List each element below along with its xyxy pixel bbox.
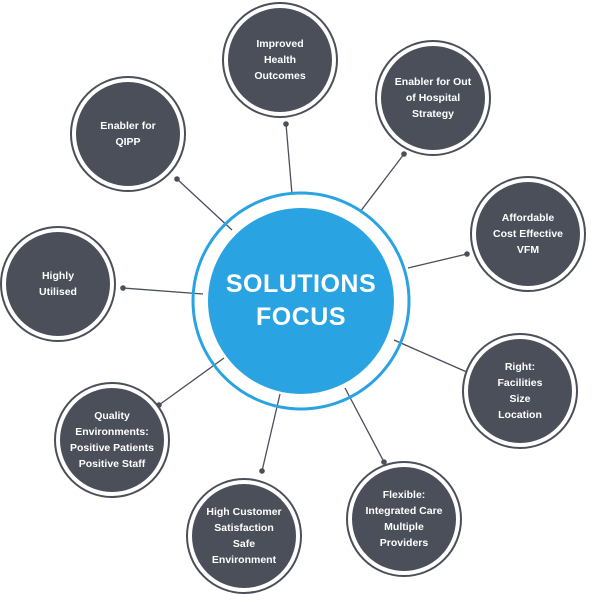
node-label-line: Flexible: [382, 489, 426, 501]
node-label-line: Highly [41, 270, 75, 282]
node-label-line: Improved [256, 38, 304, 50]
node-label-line: Right: [504, 361, 536, 373]
connector-enabler-qipp [176, 178, 233, 231]
connector-dot-highly-utilised [120, 285, 126, 291]
node-label-line: VFM [516, 244, 540, 256]
connector-highly-utilised [122, 287, 204, 295]
node-label-line: Health [263, 54, 297, 66]
connector-dot-enabler-out-of-hospital [401, 151, 407, 157]
node-label-line: Quality [94, 410, 130, 422]
center-label: SOLUTIONS FOCUS [226, 268, 376, 334]
connector-dot-high-customer-satisfaction [259, 468, 265, 474]
node-circle-flexible [352, 467, 456, 571]
node-label-line: Safe [232, 538, 256, 550]
connector-improved-health-outcomes [285, 123, 293, 195]
node-label-line: Location [498, 409, 542, 421]
node-label-line: Affordable [501, 212, 555, 224]
node-circle-highly-utilised [6, 232, 110, 336]
node-label-line: Outcomes [254, 70, 306, 82]
node-label-line: Facilities [497, 377, 543, 389]
connector-dot-improved-health-outcomes [283, 121, 289, 127]
node-label-line: Positive Staff [78, 458, 146, 470]
node-circle-enabler-out-of-hospital [381, 46, 485, 150]
node-label-line: Environments: [75, 426, 149, 438]
connector-dot-enabler-qipp [174, 176, 180, 182]
node-circle-quality-environments [60, 388, 164, 492]
connector-affordable [407, 253, 468, 269]
connector-enabler-out-of-hospital [359, 153, 405, 213]
node-label-line: Environment [211, 554, 277, 566]
node-label-line: Positive Patients [69, 442, 155, 454]
node-label-line: Cost Effective [492, 228, 564, 240]
connector-flexible [344, 387, 385, 463]
node-label-line: Integrated Care [365, 505, 443, 517]
center-label-line: SOLUTIONS [225, 270, 377, 298]
node-label-line: Providers [379, 537, 429, 549]
node-circle-high-customer-satisfaction [192, 484, 296, 588]
node-circle-affordable [476, 182, 580, 286]
node-circle-right-facilities [468, 339, 572, 443]
node-label-line: High Customer [206, 506, 282, 518]
center-label-line: FOCUS [256, 303, 346, 331]
node-label-line: of Hospital [405, 92, 461, 104]
node-label-line: Enabler for Out [394, 76, 472, 88]
node-label-line: QIPP [115, 136, 141, 148]
node-circle-improved-health-outcomes [228, 8, 332, 112]
connector-dot-affordable [464, 251, 470, 257]
node-label-line: Enabler for [100, 120, 156, 132]
connector-right-facilities [393, 339, 470, 374]
node-label-line: Satisfaction [214, 522, 274, 534]
node-label-line: Utilised [39, 286, 77, 298]
node-circle-enabler-qipp [76, 82, 180, 186]
connector-dot-flexible [381, 459, 387, 465]
node-label-line: Size [509, 393, 531, 405]
node-label-line: Strategy [411, 108, 454, 120]
center-ring [191, 191, 411, 411]
node-label-line: Multiple [384, 521, 424, 533]
center-circle [208, 208, 394, 394]
